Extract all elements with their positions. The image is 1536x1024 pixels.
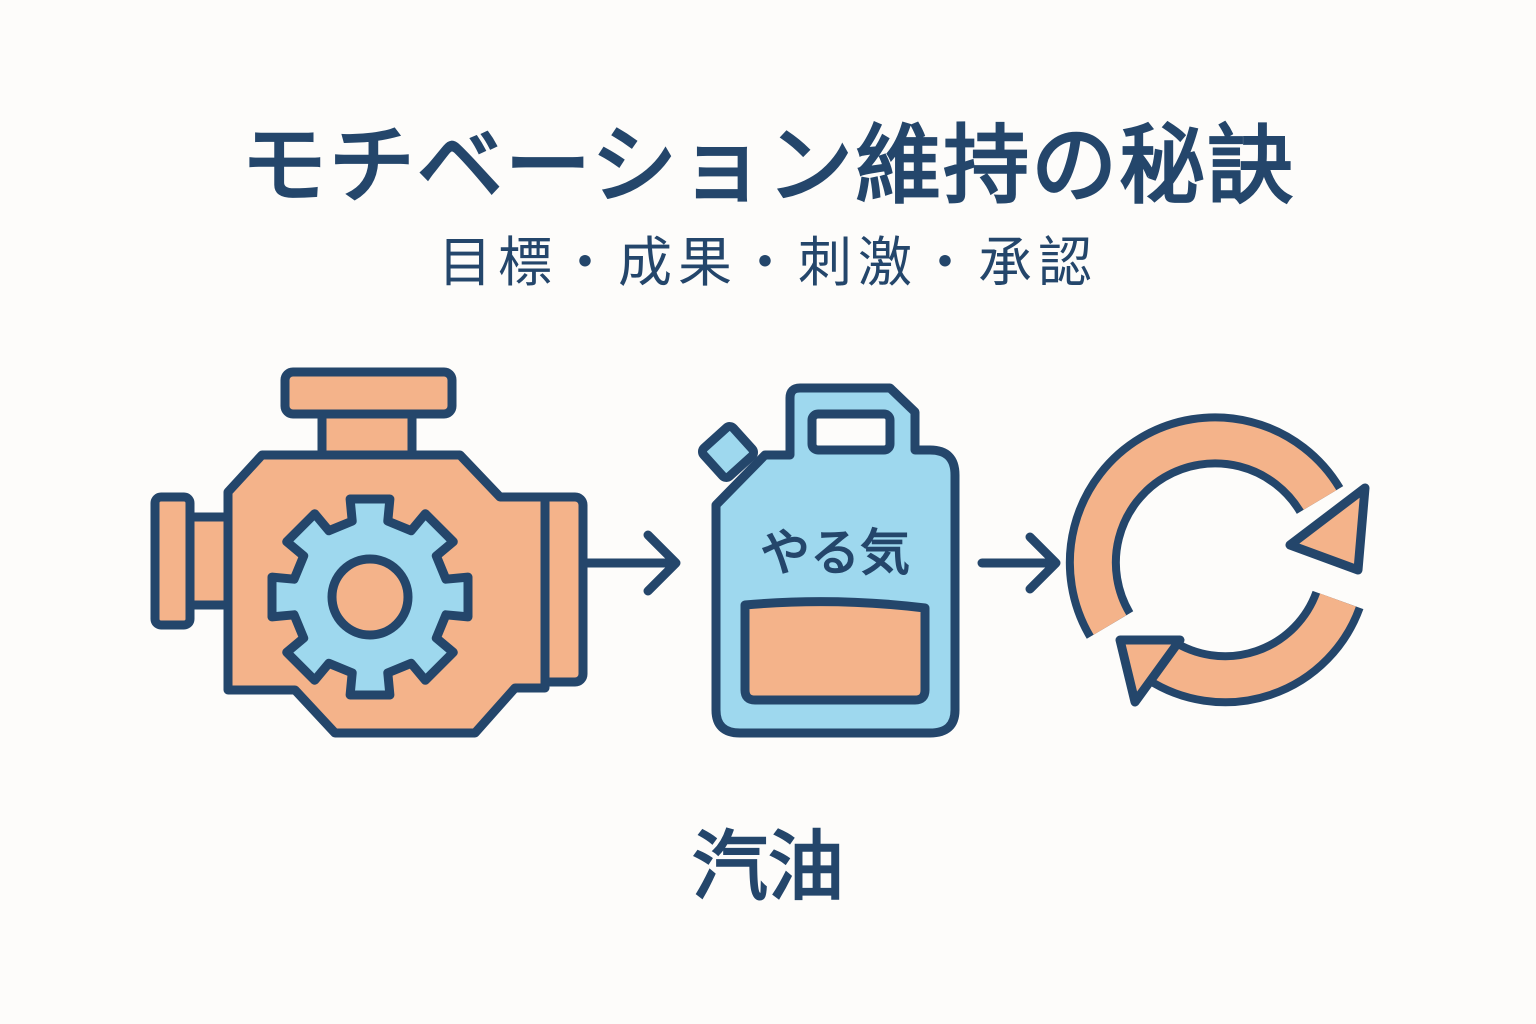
fuel-can-icon [697,383,960,738]
page-subtitle: 目標・成果・刺激・承認 [438,231,1098,294]
engine-icon [150,367,588,738]
page-title: モチベーション維持の秘訣 [240,116,1296,216]
arrow-right-icon [977,532,1061,594]
gear-icon [267,494,473,700]
can-label: やる気 [760,524,910,582]
caption: 汽油 [692,822,844,911]
arrow-right-icon [582,530,681,596]
cycle-arrows-icon [1065,413,1370,707]
